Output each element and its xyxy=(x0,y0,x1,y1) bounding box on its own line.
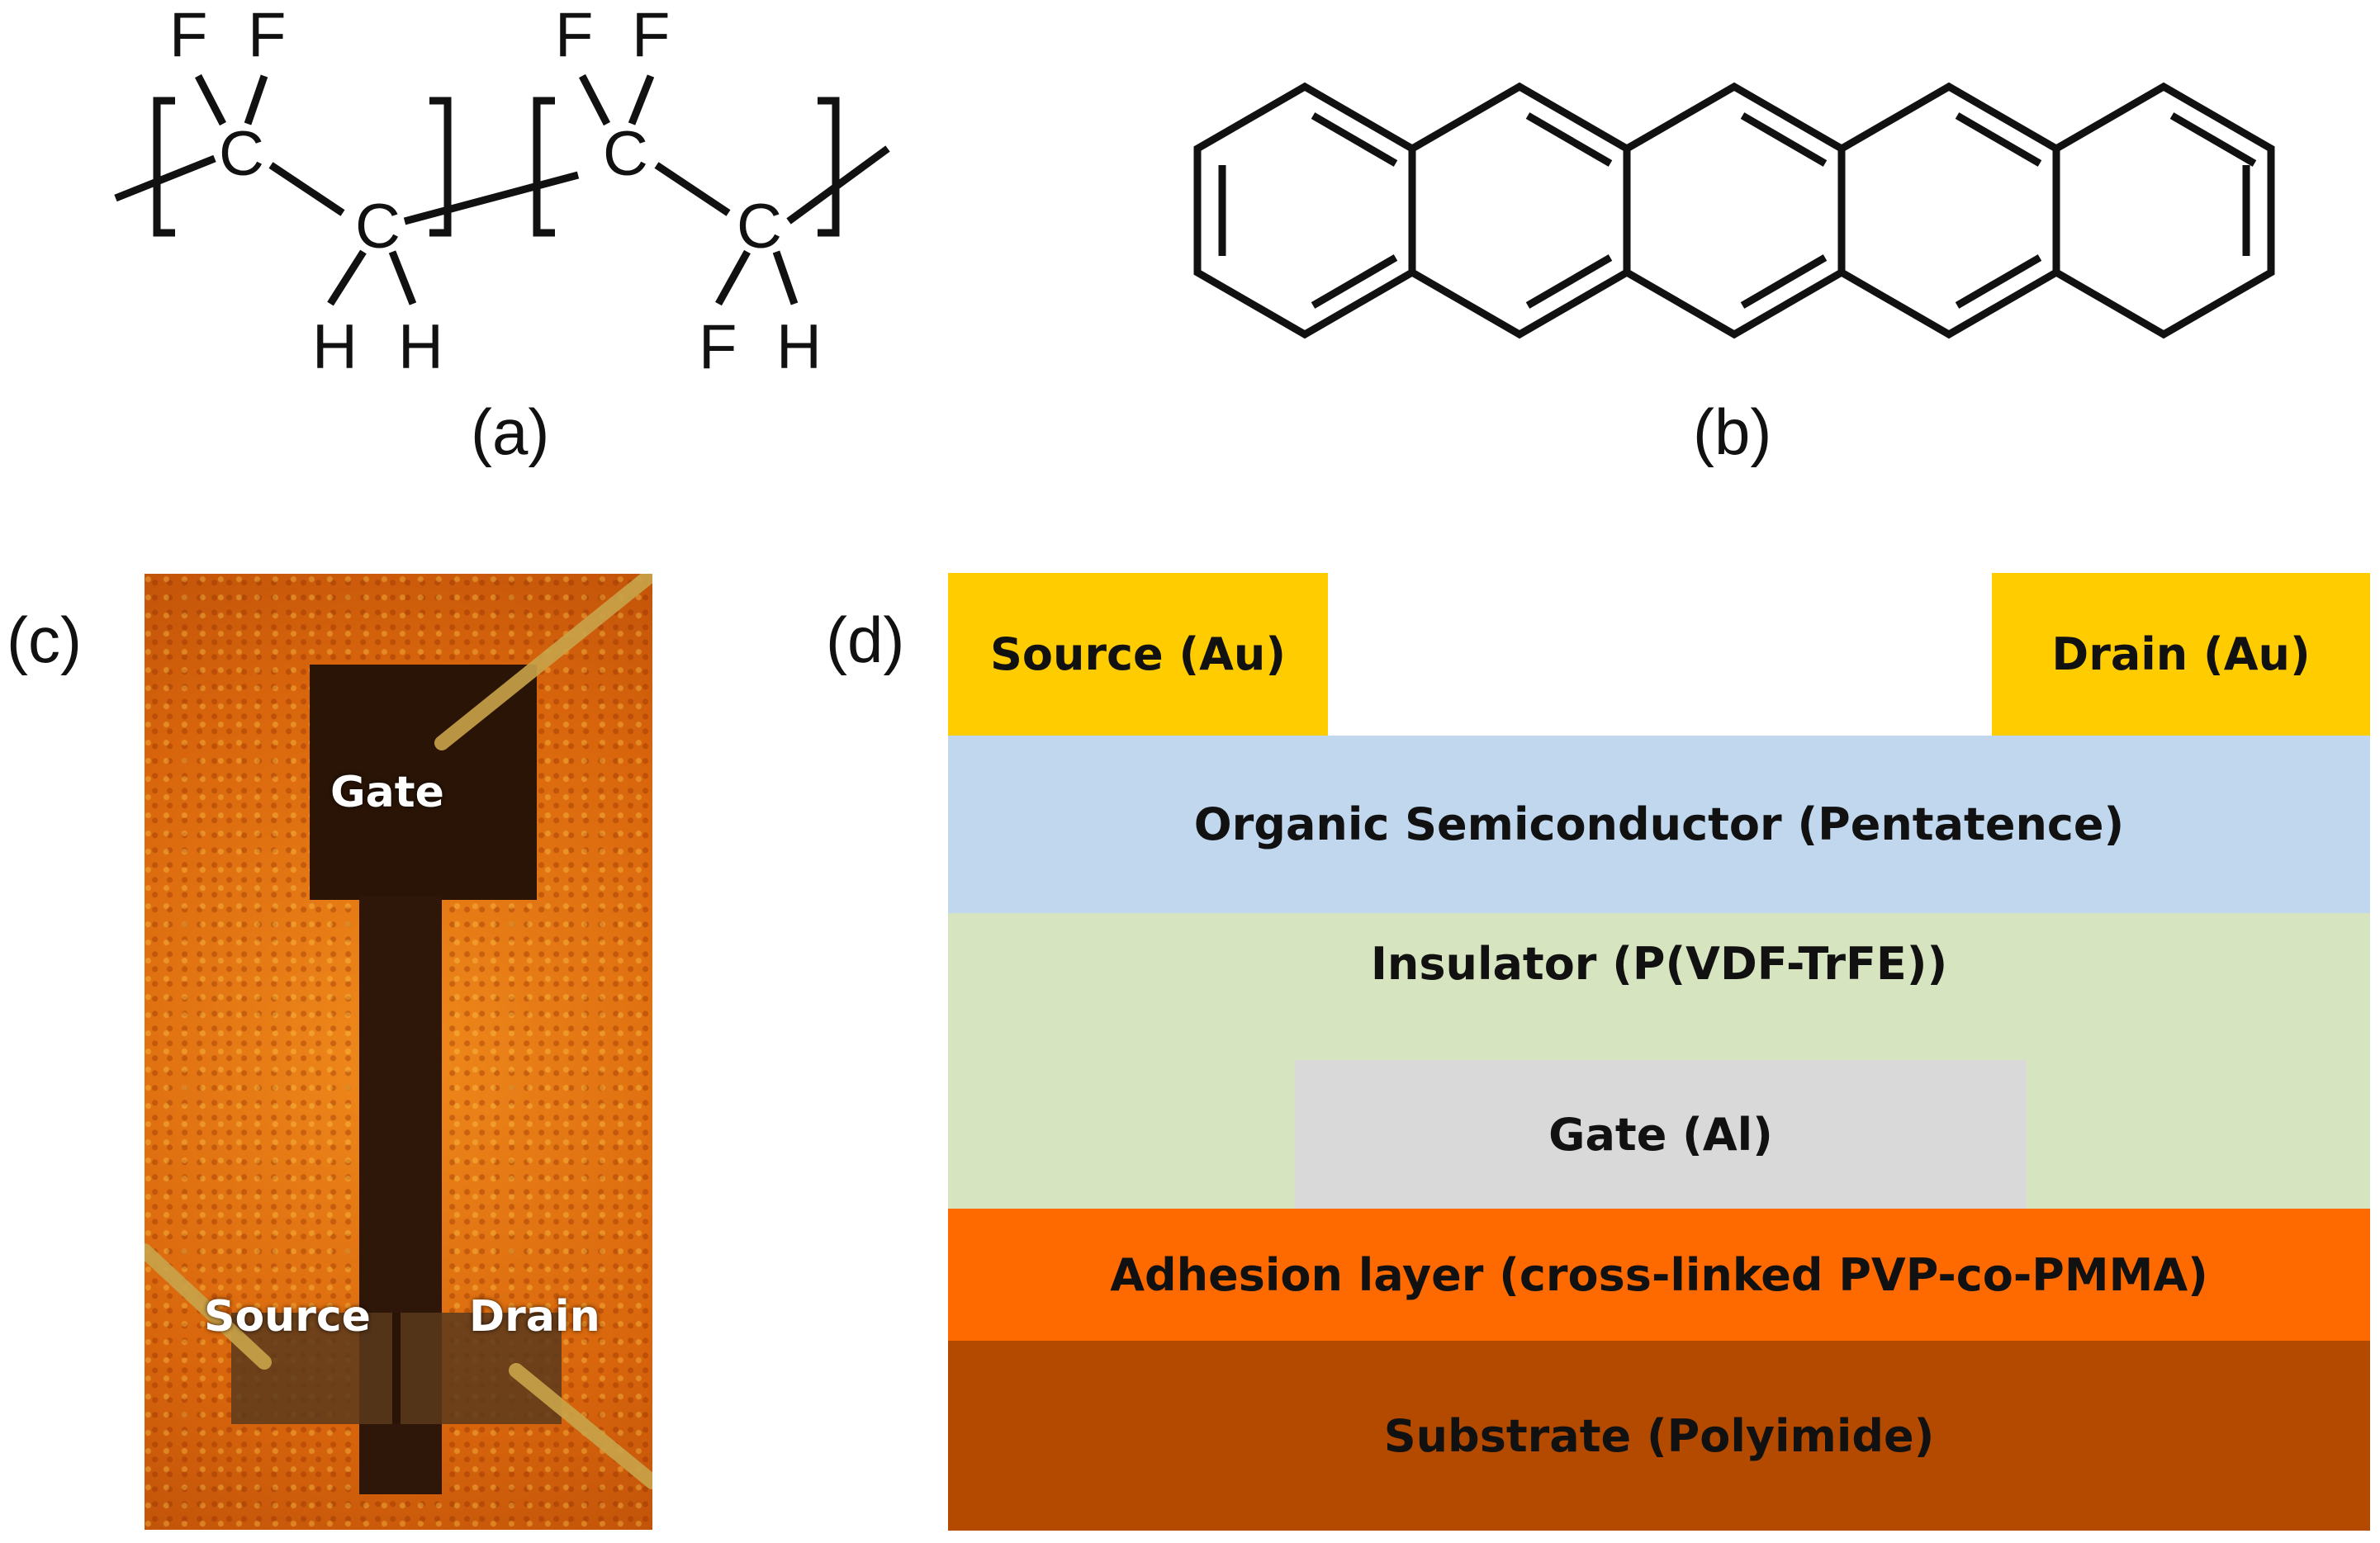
atom-c: C xyxy=(737,192,782,262)
double-bond xyxy=(1525,254,1613,309)
bond xyxy=(715,249,751,306)
atom-c: C xyxy=(603,119,648,189)
bond xyxy=(327,249,367,306)
layer-source: Source (Au) xyxy=(948,573,1328,736)
bond xyxy=(195,73,226,126)
bond xyxy=(628,74,655,125)
bond xyxy=(114,154,216,202)
panel-label-d: (d) xyxy=(826,603,905,676)
atom-f: F xyxy=(699,312,737,382)
probe-needle xyxy=(509,1363,652,1489)
bond xyxy=(579,73,610,126)
bond xyxy=(268,162,345,216)
double-bond xyxy=(1955,254,2042,309)
probe-needle xyxy=(434,574,652,750)
atom-f: F xyxy=(169,0,207,70)
bond xyxy=(244,74,268,125)
double-bond xyxy=(1525,112,1613,167)
molecule-b-pentacene xyxy=(1193,82,2275,339)
bracket-right-2 xyxy=(818,97,840,237)
double-bond xyxy=(2169,112,2257,167)
double-bond xyxy=(1311,254,1398,309)
layer-drain: Drain (Au) xyxy=(1992,573,2370,736)
gate-label: Gate xyxy=(330,768,444,817)
atom-f: F xyxy=(555,0,593,70)
atom-h: H xyxy=(398,312,443,382)
atom-f: F xyxy=(632,0,670,70)
double-bond xyxy=(1311,112,1398,167)
layer-semiconductor: Organic Semiconductor (Pentatence) xyxy=(948,736,2370,913)
atom-c: C xyxy=(355,192,401,262)
atom-c: C xyxy=(219,119,264,189)
bond xyxy=(388,250,417,305)
channel-gap xyxy=(392,1313,401,1424)
layer-gate: Gate (Al) xyxy=(1295,1060,2027,1209)
drain-label: Drain xyxy=(469,1292,600,1342)
layer-adhesion: Adhesion layer (cross-linked PVP-co-PMMA… xyxy=(948,1209,2370,1341)
bracket-right-1 xyxy=(429,97,452,237)
double-bond xyxy=(1955,112,2042,167)
panel-label-a: (a) xyxy=(471,395,550,468)
pentacene-outline xyxy=(1193,82,2275,339)
panel-label-c: (c) xyxy=(7,603,82,676)
bracket-left-2 xyxy=(533,97,555,237)
bond xyxy=(403,171,580,225)
atom-h: H xyxy=(776,312,822,382)
atom-h: H xyxy=(312,312,358,382)
molecule-a-structure: F F C C H H F F C C F H xyxy=(114,0,890,382)
probe-needle xyxy=(145,1243,272,1370)
bracket-left-1 xyxy=(153,97,175,237)
device-photo: Gate Source Drain xyxy=(145,574,652,1530)
bond xyxy=(654,162,731,216)
probe-needles xyxy=(145,574,652,1489)
panel-label-b: (b) xyxy=(1693,395,1772,468)
double-bond xyxy=(1740,112,1828,167)
bond xyxy=(772,250,799,305)
atom-f: F xyxy=(248,0,286,70)
source-label: Source xyxy=(204,1292,371,1342)
layer-substrate: Substrate (Polyimide) xyxy=(948,1341,2370,1531)
double-bond xyxy=(1740,254,1828,309)
